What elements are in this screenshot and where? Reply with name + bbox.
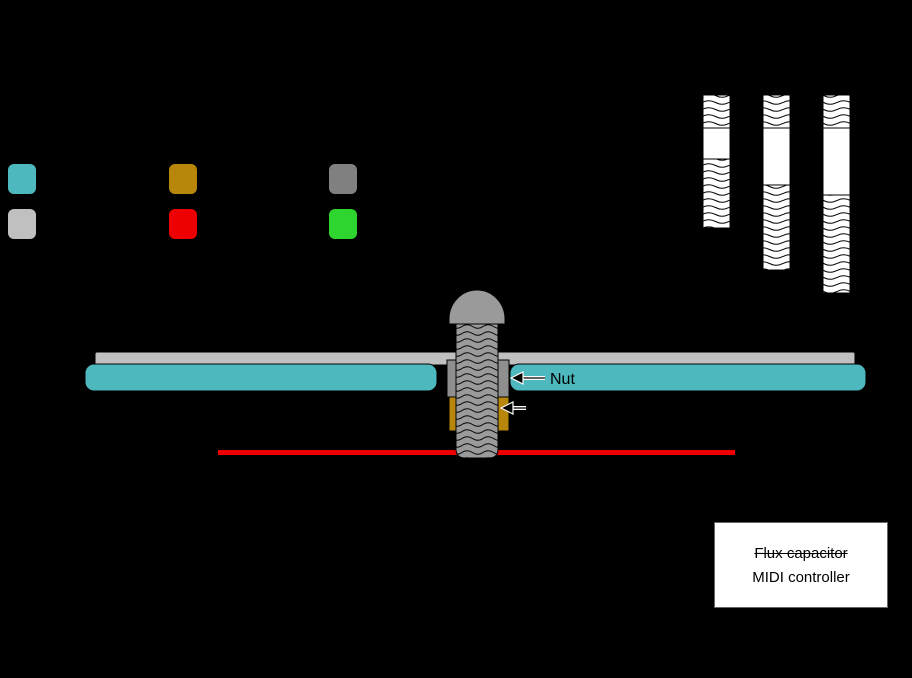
nut-arrowhead-icon: [509, 371, 524, 385]
legend-swatch-olive: [169, 164, 197, 194]
teal-bar-left: [84, 363, 438, 392]
rod-short-thread-top: [702, 94, 731, 129]
bolt-head: [448, 289, 506, 325]
rod-short-plain-section: [702, 127, 731, 160]
legend-swatch-gray: [329, 164, 357, 194]
olive-nut-arrow: [499, 401, 526, 415]
nut-arrow: [509, 371, 545, 385]
rod-short-thread-bottom: [702, 158, 731, 229]
legend-swatch-green: [329, 209, 357, 239]
nut-label: Nut: [550, 371, 575, 388]
rod-medium-thread-top: [762, 94, 791, 129]
rod-medium-thread-bottom: [762, 184, 791, 271]
rod-long-thread-top: [822, 94, 851, 129]
note-line-midi-controller: MIDI controller: [752, 568, 850, 586]
legend-swatch-light-gray: [8, 209, 36, 239]
threaded-rod-medium: [762, 94, 791, 271]
threaded-rod-long: [822, 94, 851, 294]
rod-medium-plain-section: [762, 127, 791, 186]
bolt-shaft: [455, 320, 499, 459]
teal-bar-right: [509, 363, 867, 392]
note-line-flux-capacitor: Flux capacitor: [754, 544, 848, 562]
rod-long-plain-section: [822, 127, 851, 196]
olive-nut-arrowhead-icon: [499, 401, 514, 415]
legend-swatch-red: [169, 209, 197, 239]
legend-swatch-teal: [8, 164, 36, 194]
rod-long-thread-bottom: [822, 194, 851, 294]
note-box: Flux capacitor MIDI controller: [714, 522, 888, 608]
threaded-rod-short: [702, 94, 731, 229]
